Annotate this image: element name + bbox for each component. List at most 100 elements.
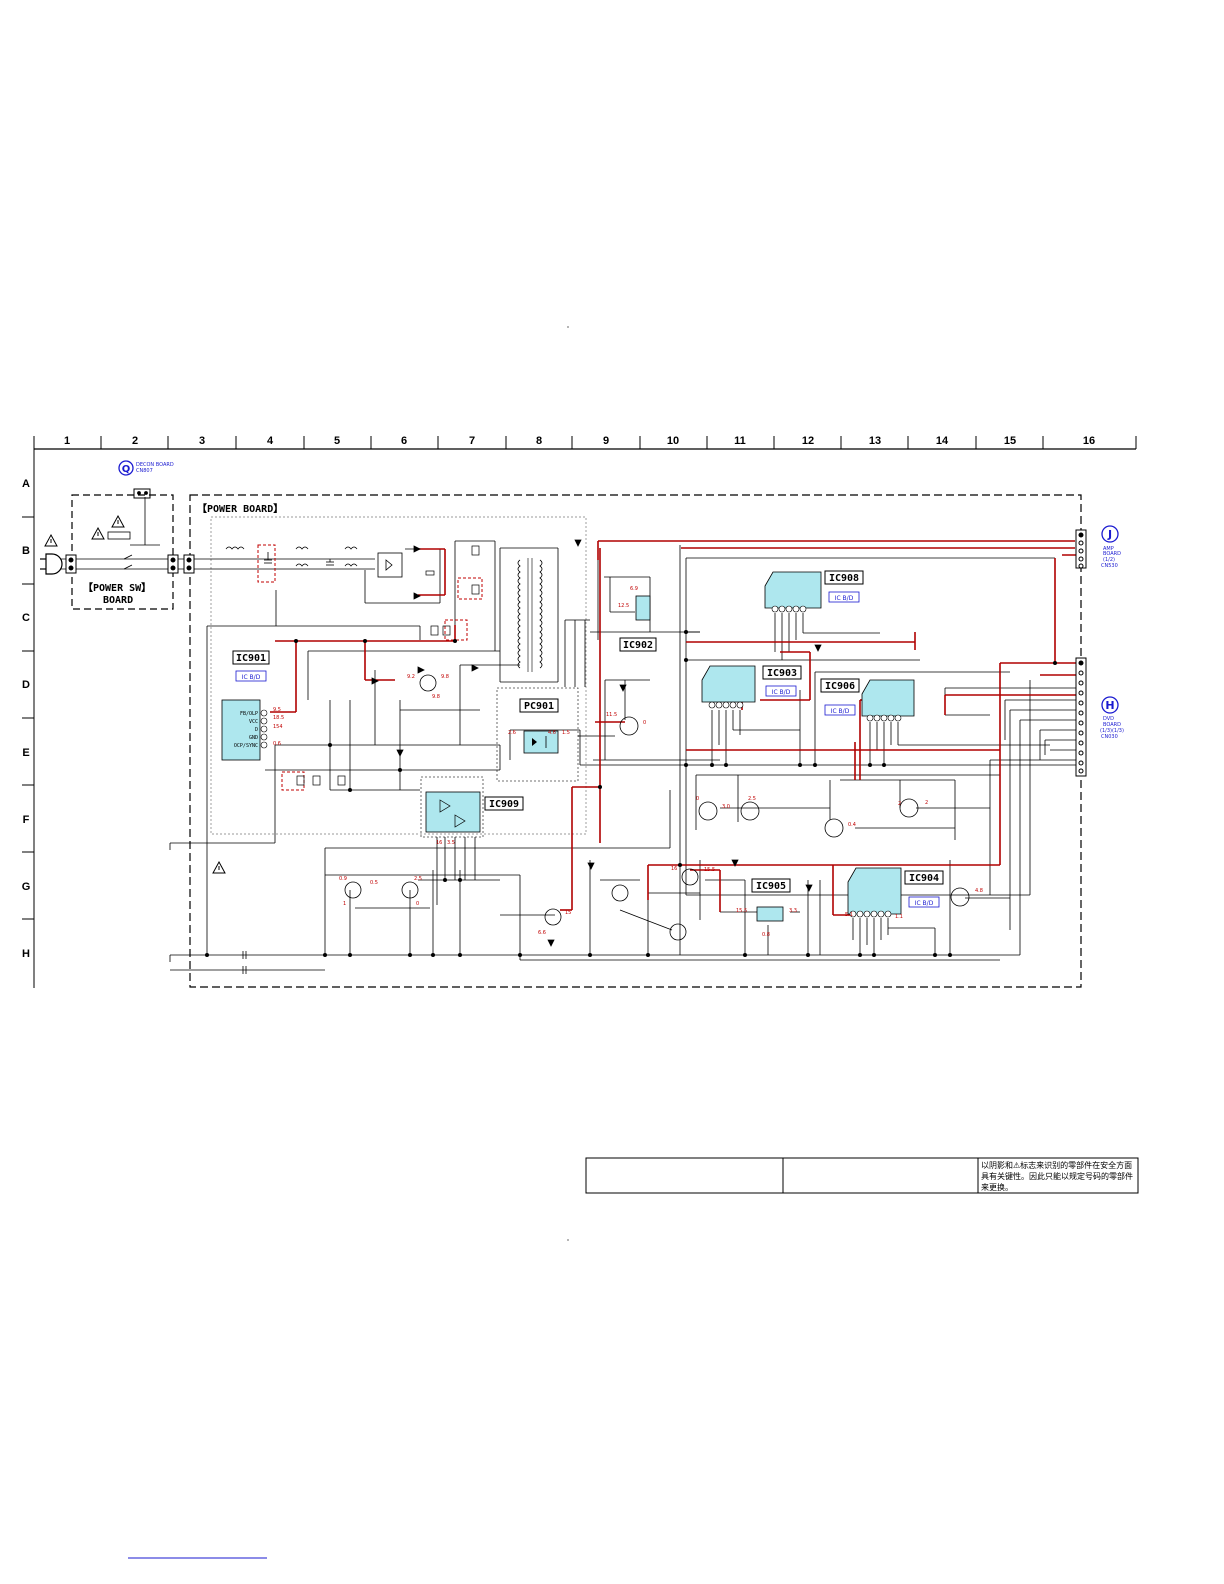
voltage-label: 18.5 [273,715,284,721]
voltage-label: 0.6 [273,741,281,747]
voltage-label: 2 [898,801,901,807]
voltage-label: 6.9 [630,586,638,592]
grid-row-h: H [22,948,30,960]
voltage-label: 15.5 [736,908,747,914]
ic905-label: IC905 [756,881,786,892]
q-connector-marker: Q DECON BOARD CN807 [118,460,174,476]
grid-column-labels: 1 2 3 4 5 6 7 8 9 10 11 12 13 14 15 16 [64,435,1095,447]
h-connector-marker: H DVD BOARD (1/3)(1/3) CN030 [1100,696,1124,740]
grid-row-e: E [22,747,29,759]
j-caption-3: (1/2) [1103,557,1115,563]
connector-h [1075,657,1087,777]
q-marker-letter: Q [122,464,131,475]
h-caption-2: BOARD [1103,722,1121,728]
safety-note-table [585,1157,1139,1194]
voltage-label: 3.3 [789,908,797,914]
voltage-label: 9.8 [441,674,449,680]
grid-row-c: C [22,612,30,624]
voltage-label: 15.5 [704,867,715,873]
grid-row-d: D [22,679,30,691]
ic901-pin-label: GND [249,735,258,741]
j-caption-4: CN530 [1101,563,1118,569]
h-marker-letter: H [1105,699,1114,712]
ic909-label: IC909 [489,799,519,810]
grid-col-2: 2 [132,435,138,447]
ic-labels: IC901 IC B/D IC902 IC908 IC B/D IC903 IC… [232,570,944,908]
component-symbols [107,488,970,974]
voltage-label: 0 [643,720,646,726]
power-board-outline [189,494,1082,988]
warning-triangle-icon [91,526,105,540]
ic902-body [635,595,651,621]
grid-row-g: G [22,881,31,893]
voltage-label: 15 [565,910,571,916]
voltage-label: 1.5 [562,730,570,736]
voltage-label: 9.8 [432,694,440,700]
voltage-label: 12.5 [618,603,629,609]
voltage-label: 1 [343,901,346,907]
grid-col-7: 7 [469,435,475,447]
voltage-label: 0 [416,901,419,907]
grid-col-9: 9 [603,435,609,447]
voltage-label: 16 [671,866,677,872]
ic904-bd-label: IC B/D [915,900,934,907]
q-caption-2: CN807 [136,468,153,474]
page-dot [567,1239,569,1241]
voltage-label: 2.6 [508,730,516,736]
grid-col-3: 3 [199,435,205,447]
safety-note-text: 以阴影和⚠标志来识别的零部件在安全方面具有关键性。因此只能以规定号码的零部件来更… [981,1161,1133,1192]
grid-frame [22,436,1137,988]
voltage-label: 4.8 [975,888,983,894]
ic908-bd-label: IC B/D [835,595,854,602]
ic906-body [861,679,915,722]
grid-col-13: 13 [869,435,881,447]
j-connector-marker: J AMP BOARD (1/2) CN530 [1101,525,1121,569]
grid-row-f: F [23,814,30,826]
power-sw-board-outline [71,494,174,610]
ic906-label: IC906 [825,681,855,692]
j-caption-2: BOARD [1103,551,1121,557]
voltage-label: 6.6 [538,930,546,936]
voltage-label: 0.9 [339,876,347,882]
power-board-label: 【POWER BOARD】 [197,502,283,515]
warning-triangle-icon [44,533,58,547]
voltage-label: 11.5 [606,712,617,718]
h-caption-1: DVD [1103,716,1114,722]
ic909-body [425,791,481,833]
power-sw-board-label-1: 【POWER SW】 [83,581,151,594]
q-caption-1: DECON BOARD [136,462,174,468]
voltage-label: 2 [925,800,928,806]
voltage-label: 0 [696,796,699,802]
red-dashed-blocks [257,544,483,791]
grid-col-8: 8 [536,435,542,447]
voltage-label: 2.5 [748,796,756,802]
h-caption-3: (1/3)(1/3) [1100,728,1124,734]
ic903-body [701,665,756,709]
ic901-bd-label: IC B/D [242,674,261,681]
pc901-label: PC901 [524,701,554,712]
grid-col-10: 10 [667,435,679,447]
ic908-label: IC908 [829,573,859,584]
grid-col-12: 12 [802,435,814,447]
primary-section-outline [210,516,587,835]
ic901-body: FB/OLP VCC D GND OCP/SYNC [221,699,268,761]
grid-col-15: 15 [1004,435,1016,447]
h-caption-4: CN030 [1101,734,1118,740]
ic905-body [756,906,784,922]
ic903-label: IC903 [767,668,797,679]
grid-row-b: B [22,545,30,557]
voltage-label: 3.0 [722,804,730,810]
page-dot [567,326,569,328]
grid-col-11: 11 [734,435,746,447]
j-marker-letter: J [1107,528,1112,541]
voltage-label: 0.5 [370,880,378,886]
voltage-label: 2.5 [414,876,422,882]
red-traces [270,540,1080,916]
voltage-label: 154 [273,724,283,730]
ic908-body [764,571,822,613]
ac-plug-icon [40,553,63,575]
ic902-label: IC902 [623,640,653,651]
voltage-label: 3.5 [447,840,455,846]
ic901-pin-label: D [255,727,258,733]
pc901-body [523,730,559,754]
